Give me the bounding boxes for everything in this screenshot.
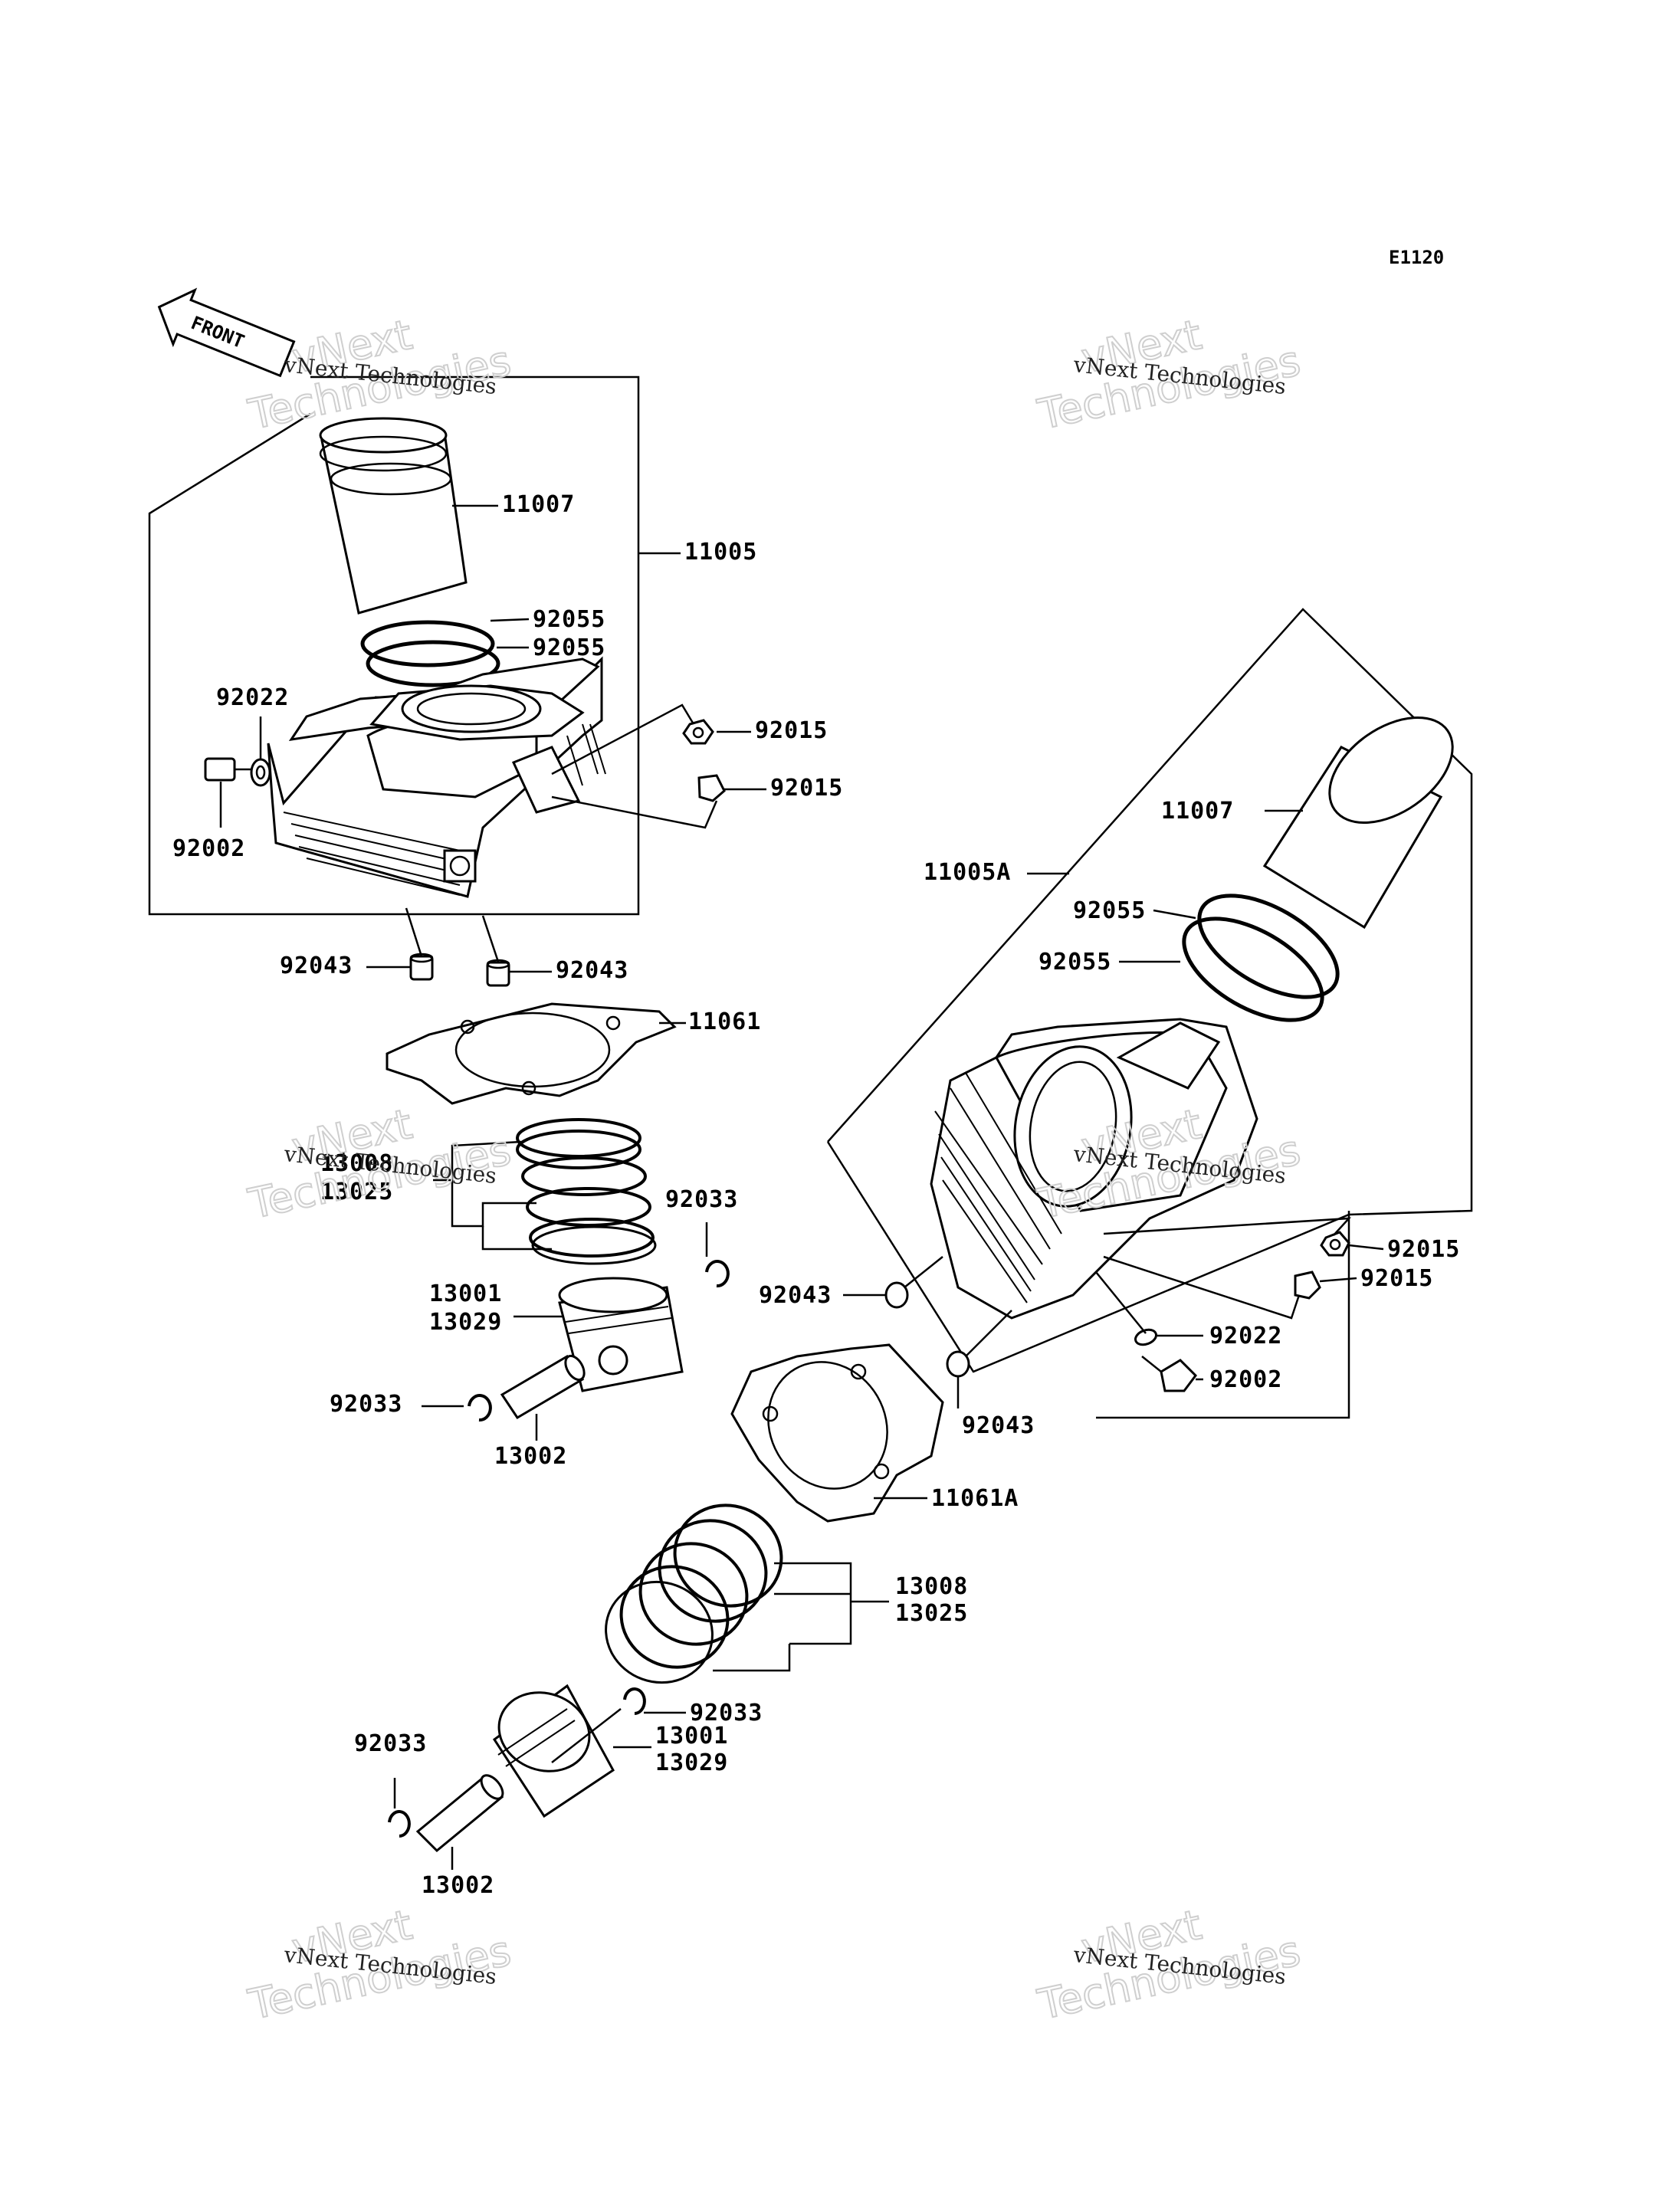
- cylinder-liner-11007: [319, 417, 498, 615]
- part-label-92002: 92002: [1209, 1366, 1282, 1393]
- washer-92022-rear: [1095, 1271, 1203, 1346]
- part-label-13008: 13008: [895, 1573, 968, 1600]
- part-label-92055: 92055: [533, 635, 605, 661]
- part-label-92043: 92043: [280, 953, 353, 979]
- circlip-92033-front-a: [705, 1222, 730, 1288]
- assembly-outline-11005: [148, 375, 640, 916]
- gasket-11061: [386, 1002, 686, 1105]
- part-labels: 11007 11005 92055 92055 92022 92015 9201…: [172, 491, 1460, 1899]
- part-label-92043: 92043: [556, 957, 628, 984]
- part-label-92015: 92015: [770, 775, 843, 802]
- part-label-92033: 92033: [354, 1730, 427, 1757]
- part-label-11005: 11005: [684, 539, 757, 566]
- part-label-92055: 92055: [533, 606, 605, 633]
- part-label-13001: 13001: [655, 1723, 728, 1749]
- part-label-13025: 13025: [895, 1600, 968, 1627]
- circlip-92033-rear-b: [388, 1778, 411, 1838]
- washer-92022-front: [250, 716, 271, 787]
- bolt-92002-rear: [1141, 1356, 1203, 1392]
- part-label-11061: 11061: [688, 1008, 761, 1035]
- circlip-92033-rear-a: [623, 1687, 686, 1715]
- part-label-92033: 92033: [665, 1186, 738, 1213]
- part-label-11061A: 11061A: [931, 1485, 1019, 1512]
- dowel-pins-92043-rear: [843, 1256, 1012, 1408]
- o-rings-92055-rear: [1119, 894, 1340, 1022]
- part-label-92055: 92055: [1039, 949, 1111, 976]
- part-label-13002: 13002: [422, 1872, 494, 1899]
- part-label-13001: 13001: [429, 1280, 502, 1307]
- bolt-92002-front: [204, 757, 264, 828]
- part-label-92055: 92055: [1073, 897, 1146, 924]
- part-label-13029: 13029: [655, 1749, 728, 1776]
- piston-13001-front: [514, 1277, 684, 1392]
- o-rings-92055: [360, 618, 530, 687]
- gasket-11061A: [730, 1343, 944, 1523]
- assembly-outline-11005A: [826, 608, 1473, 1373]
- part-label-92015: 92015: [1360, 1265, 1433, 1292]
- rear-cylinder-body: [930, 1018, 1258, 1320]
- part-label-13008: 13008: [320, 1150, 393, 1177]
- dowel-pins-92043-front: [366, 907, 552, 987]
- front-cylinder-body: [267, 656, 606, 898]
- part-label-92033: 92033: [690, 1700, 763, 1726]
- diagram-code: E1120: [1389, 247, 1444, 268]
- part-label-92043: 92043: [759, 1282, 832, 1309]
- piston-rings-13008-rear: [605, 1503, 889, 1684]
- nuts-92015-rear: [1103, 1217, 1384, 1320]
- part-label-11007: 11007: [502, 491, 575, 518]
- piston-rings-13008-front: [433, 1118, 657, 1265]
- nuts-92015-front: [551, 703, 766, 829]
- cylinder-liner-11007-rear: [1262, 716, 1454, 930]
- part-label-11005A: 11005A: [924, 859, 1011, 886]
- part-label-13029: 13029: [429, 1309, 502, 1336]
- part-label-92015: 92015: [755, 717, 828, 744]
- piston-pin-13002-front: [500, 1354, 586, 1441]
- front-arrow-icon: FRONT: [157, 287, 296, 378]
- part-label-13002: 13002: [494, 1443, 567, 1470]
- part-label-92022: 92022: [1209, 1323, 1282, 1349]
- part-label-13025: 13025: [320, 1179, 393, 1205]
- part-label-92033: 92033: [330, 1391, 402, 1418]
- piston-pin-13002-rear: [415, 1774, 504, 1870]
- part-label-92043: 92043: [962, 1412, 1035, 1439]
- part-label-92002: 92002: [172, 835, 245, 862]
- part-label-11007: 11007: [1161, 798, 1234, 825]
- part-label-92022: 92022: [216, 684, 289, 711]
- piston-13001-rear: [492, 1684, 651, 1818]
- part-label-92015: 92015: [1387, 1236, 1460, 1263]
- circlip-92033-front-b: [422, 1394, 492, 1422]
